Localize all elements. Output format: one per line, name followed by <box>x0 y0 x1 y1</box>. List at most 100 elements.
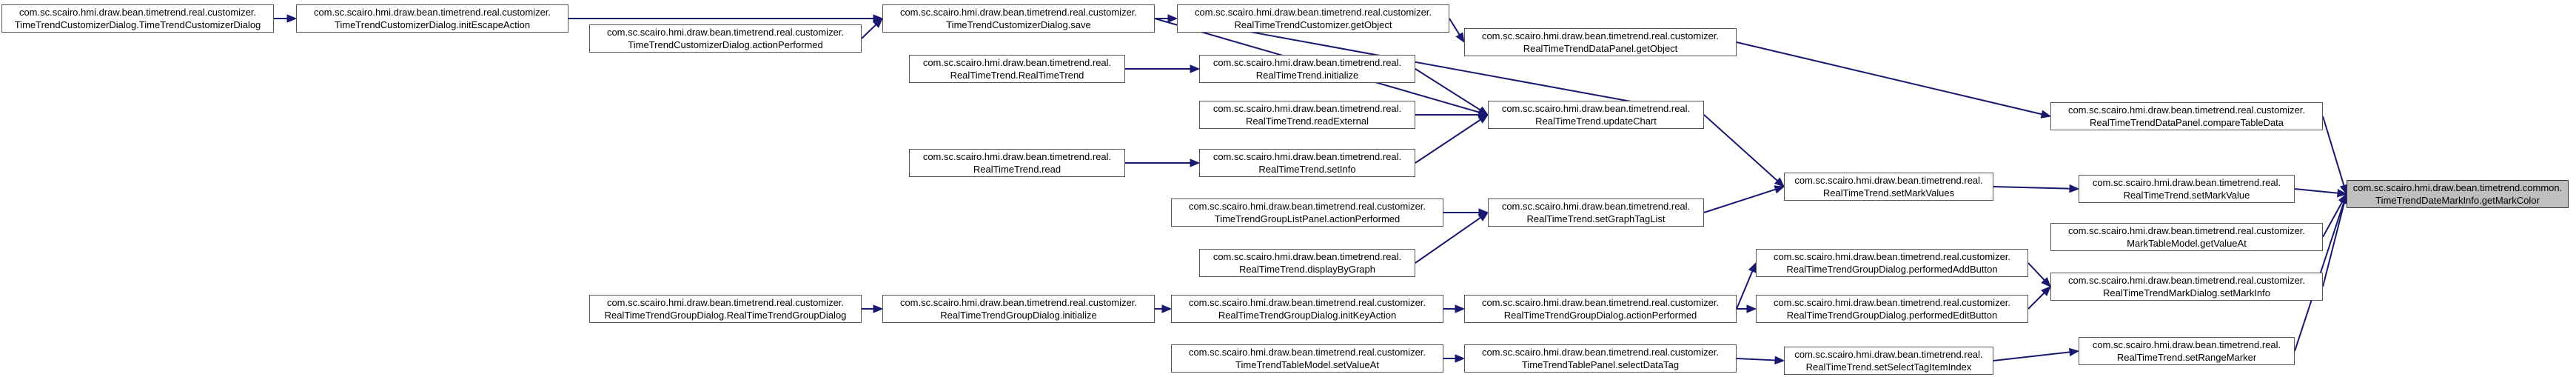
node-customizer-get-object[interactable]: com.sc.scairo.hmi.draw.bean.timetrend.re… <box>1177 4 1449 33</box>
node-label-line: com.sc.scairo.hmi.draw.bean.timetrend.re… <box>2067 275 2306 286</box>
edge-initialize-to-updateChart <box>1415 68 1481 111</box>
node-label-line: RealTimeTrend.setInfo <box>1258 164 1356 175</box>
node-set-range-marker[interactable]: com.sc.scairo.hmi.draw.bean.timetrend.re… <box>2079 337 2295 365</box>
node-init-escape-action[interactable]: com.sc.scairo.hmi.draw.bean.timetrend.re… <box>296 4 568 33</box>
node-label-line: com.sc.scairo.hmi.draw.bean.timetrend.re… <box>1212 151 1402 162</box>
node-label-line: com.sc.scairo.hmi.draw.bean.timetrend.re… <box>899 7 1138 18</box>
edge-updateChart-to-setMarkValues <box>1703 114 1778 181</box>
node-group-dialog-ctor[interactable]: com.sc.scairo.hmi.draw.bean.timetrend.re… <box>589 295 862 323</box>
node-group-dialog-action-performed[interactable]: com.sc.scairo.hmi.draw.bean.timetrend.re… <box>1464 295 1737 323</box>
node-set-mark-values[interactable]: com.sc.scairo.hmi.draw.bean.timetrend.re… <box>1784 173 1993 201</box>
edge-dataPanelGetObject-to-compareTableData <box>1736 41 2042 116</box>
node-label-line: com.sc.scairo.hmi.draw.bean.timetrend.re… <box>2092 177 2281 188</box>
node-label-line: com.sc.scairo.hmi.draw.bean.timetrend.re… <box>1773 297 2011 308</box>
node-label-line: RealTimeTrendGroupDialog.actionPerformed <box>1503 310 1697 321</box>
node-label-line: com.sc.scairo.hmi.draw.bean.timetrend.re… <box>2067 104 2306 116</box>
node-real-time-trend-ctor[interactable]: com.sc.scairo.hmi.draw.bean.timetrend.re… <box>909 55 1125 83</box>
edge-arrowhead <box>1774 185 1785 194</box>
edge-arrowhead <box>1190 64 1201 73</box>
node-label-line: TimeTrendTableModel.setValueAt <box>1235 359 1379 370</box>
node-data-panel-get-object[interactable]: com.sc.scairo.hmi.draw.bean.timetrend.re… <box>1464 28 1737 56</box>
node-get-value-at[interactable]: com.sc.scairo.hmi.draw.bean.timetrend.re… <box>2050 223 2323 251</box>
node-init-key-action[interactable]: com.sc.scairo.hmi.draw.bean.timetrend.re… <box>1171 295 1443 323</box>
edge-setSelectTagItemIndex-to-setRangeMarker <box>1993 351 2070 361</box>
node-customizer-dialog-ctor[interactable]: com.sc.scairo.hmi.draw.bean.timetrend.re… <box>1 4 274 33</box>
node-label-line: RealTimeTrend.read <box>973 164 1061 175</box>
node-label-line: com.sc.scairo.hmi.draw.bean.timetrend.re… <box>1212 57 1402 68</box>
node-label-line: RealTimeTrendDataPanel.compareTableData <box>2089 117 2284 128</box>
node-set-info[interactable]: com.sc.scairo.hmi.draw.bean.timetrend.re… <box>1199 149 1415 177</box>
node-label-line: com.sc.scairo.hmi.draw.bean.timetrend.re… <box>1773 251 2011 262</box>
edge-arrowhead <box>1477 212 1489 221</box>
node-label-line: com.sc.scairo.hmi.draw.bean.timetrend.re… <box>1481 30 1720 41</box>
node-label-line: RealTimeTrend.updateChart <box>1535 116 1657 127</box>
node-set-mark-value[interactable]: com.sc.scairo.hmi.draw.bean.timetrend.re… <box>2079 175 2295 203</box>
edge-groupDialogActionPerformed-to-performedAddButton <box>1736 270 1754 310</box>
node-label-line: com.sc.scairo.hmi.draw.bean.timetrend.re… <box>1212 251 1402 262</box>
node-label-line: RealTimeTrendMarkDialog.setMarkInfo <box>2103 287 2270 298</box>
node-label-line: com.sc.scairo.hmi.draw.bean.timetrend.re… <box>899 297 1138 308</box>
node-performed-add-button[interactable]: com.sc.scairo.hmi.draw.bean.timetrend.re… <box>1756 249 2028 277</box>
edge-arrowhead <box>1774 356 1785 365</box>
node-label-line: com.sc.scairo.hmi.draw.bean.timetrend.re… <box>1194 7 1432 18</box>
edge-arrowhead <box>286 14 298 23</box>
node-label-line: RealTimeTrendGroupDialog.initKeyAction <box>1218 310 1397 321</box>
node-performed-edit-button[interactable]: com.sc.scairo.hmi.draw.bean.timetrend.re… <box>1756 295 2028 323</box>
node-label-line: com.sc.scairo.hmi.draw.bean.timetrend.re… <box>313 7 551 18</box>
node-label-line: TimeTrendCustomizerDialog.save <box>946 19 1091 30</box>
node-display-by-graph[interactable]: com.sc.scairo.hmi.draw.bean.timetrend.re… <box>1199 249 1415 277</box>
node-label-line: RealTimeTrend.readExternal <box>1246 116 1369 127</box>
node-label-line: com.sc.scairo.hmi.draw.bean.timetrend.re… <box>1481 347 1720 358</box>
edge-arrowhead <box>1161 304 1173 313</box>
node-label-line: com.sc.scairo.hmi.draw.bean.timetrend.re… <box>1188 297 1426 308</box>
node-label-line: TimeTrendDateMarkInfo.getMarkColor <box>2375 195 2540 206</box>
edge-selectDataTag-to-setSelectTagItemIndex <box>1736 358 1776 361</box>
node-initialize[interactable]: com.sc.scairo.hmi.draw.bean.timetrend.re… <box>1199 55 1415 83</box>
node-label-line: RealTimeTrend.RealTimeTrend <box>950 70 1084 81</box>
node-label-line: RealTimeTrend.initialize <box>1255 70 1359 81</box>
edge-arrowhead <box>2336 189 2348 198</box>
node-label-line: com.sc.scairo.hmi.draw.bean.timetrend.re… <box>922 57 1112 68</box>
node-label-line: MarkTableModel.getValueAt <box>2127 238 2247 249</box>
edge-arrowhead <box>1746 304 1757 313</box>
node-label-line: RealTimeTrendGroupDialog.RealTimeTrendGr… <box>604 310 847 321</box>
edge-arrowhead <box>1455 354 1466 363</box>
node-set-select-tag-item-index[interactable]: com.sc.scairo.hmi.draw.bean.timetrend.re… <box>1784 347 1993 375</box>
node-set-graph-tag-list[interactable]: com.sc.scairo.hmi.draw.bean.timetrend.re… <box>1488 198 1704 227</box>
edge-performedAddButton-to-setMarkInfo <box>2027 262 2045 281</box>
edge-arrowhead <box>1477 108 1489 117</box>
node-set-mark-info[interactable]: com.sc.scairo.hmi.draw.bean.timetrend.re… <box>2050 273 2323 301</box>
node-customizer-dialog-action-performed[interactable]: com.sc.scairo.hmi.draw.bean.timetrend.re… <box>589 24 862 53</box>
node-label-line: TimeTrendCustomizerDialog.initEscapeActi… <box>334 19 531 30</box>
node-read-external[interactable]: com.sc.scairo.hmi.draw.bean.timetrend.re… <box>1199 101 1415 129</box>
node-compare-table-data[interactable]: com.sc.scairo.hmi.draw.bean.timetrend.re… <box>2050 102 2323 130</box>
edge-arrowhead <box>2041 286 2051 296</box>
node-read[interactable]: com.sc.scairo.hmi.draw.bean.timetrend.re… <box>909 149 1125 177</box>
node-label-line: RealTimeTrendCustomizer.getObject <box>1234 19 1392 30</box>
node-label-line: TimeTrendCustomizerDialog.actionPerforme… <box>628 39 823 50</box>
edge-arrowhead <box>1455 32 1465 44</box>
edge-setMarkValues-to-setMarkValue <box>1993 186 2070 190</box>
node-label-line: RealTimeTrend.displayByGraph <box>1239 264 1375 275</box>
node-label-line: com.sc.scairo.hmi.draw.bean.timetrend.re… <box>1501 201 1691 212</box>
node-label-line: com.sc.scairo.hmi.draw.bean.timetrend.re… <box>1212 103 1402 114</box>
node-label-line: RealTimeTrendGroupDialog.performedEditBu… <box>1786 310 1998 321</box>
node-label-line: com.sc.scairo.hmi.draw.bean.timetrend.re… <box>1188 201 1426 212</box>
node-label-line: com.sc.scairo.hmi.draw.bean.timetrend.re… <box>606 27 845 38</box>
node-table-model-set-value-at[interactable]: com.sc.scairo.hmi.draw.bean.timetrend.re… <box>1171 344 1443 373</box>
node-group-dialog-initialize[interactable]: com.sc.scairo.hmi.draw.bean.timetrend.re… <box>882 295 1155 323</box>
node-label-line: com.sc.scairo.hmi.draw.bean.timetrend.re… <box>19 7 257 18</box>
node-label-line: com.sc.scairo.hmi.draw.bean.timetrend.re… <box>1481 297 1720 308</box>
edge-getValueAt-to-getMarkColor <box>2322 201 2344 238</box>
node-label-line: RealTimeTrend.setRangeMarker <box>2116 352 2257 363</box>
edge-compareTableData-to-getMarkColor <box>2322 116 2345 186</box>
node-group-list-action-performed[interactable]: com.sc.scairo.hmi.draw.bean.timetrend.re… <box>1171 198 1443 227</box>
node-select-data-tag[interactable]: com.sc.scairo.hmi.draw.bean.timetrend.re… <box>1464 344 1737 373</box>
node-save[interactable]: com.sc.scairo.hmi.draw.bean.timetrend.re… <box>882 4 1155 33</box>
edge-displayByGraph-to-setGraphTagList <box>1415 217 1481 264</box>
edge-arrowhead <box>2040 110 2052 119</box>
node-label-line: com.sc.scairo.hmi.draw.bean.timetrend.re… <box>1794 349 1983 360</box>
node-label-line: RealTimeTrendDataPanel.getObject <box>1523 43 1678 54</box>
node-update-chart[interactable]: com.sc.scairo.hmi.draw.bean.timetrend.re… <box>1488 101 1704 129</box>
